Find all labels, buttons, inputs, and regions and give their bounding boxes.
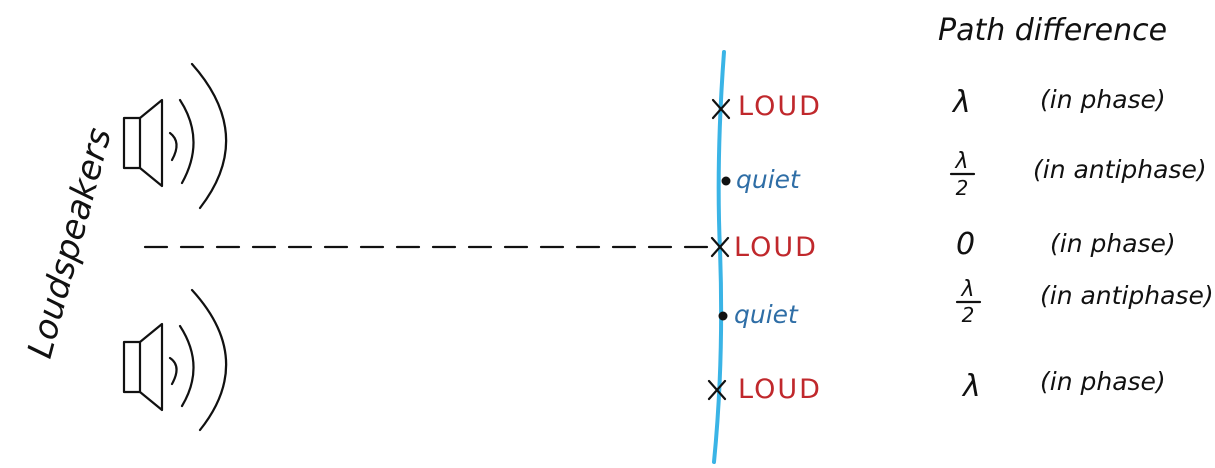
phase-label-5: (in phase) (1040, 367, 1166, 396)
phase-label-1: (in phase) (1040, 85, 1166, 114)
loudspeaker-bottom-icon (122, 288, 228, 432)
phase-label-4: (in antiphase) (1040, 281, 1214, 310)
phase-label-2: (in antiphase) (1033, 155, 1207, 184)
path-value-5: λ (961, 369, 981, 404)
marker-dot-2 (718, 311, 728, 321)
loudspeakers-label: Loudspeakers (20, 124, 120, 363)
path-difference-header: Path difference (938, 13, 1167, 48)
marker-cross-1 (711, 98, 731, 120)
path-numerator-2: λ (954, 149, 968, 174)
path-denominator-2: 2 (956, 176, 969, 200)
path-value-3: 0 (956, 227, 975, 262)
path-numerator-4: λ (960, 277, 974, 302)
screen-line (712, 50, 726, 464)
path-value-1: λ (951, 85, 971, 120)
marker-cross-2 (710, 236, 730, 258)
quiet-label-1: quiet (736, 165, 801, 194)
loud-label-2: LOUD (734, 232, 818, 263)
loud-label-3: LOUD (738, 374, 822, 405)
phase-label-3: (in phase) (1050, 229, 1176, 258)
marker-cross-3 (707, 379, 727, 401)
marker-dot-1 (721, 176, 731, 186)
loudspeaker-top-icon (122, 62, 228, 210)
loud-label-1: LOUD (738, 91, 822, 122)
quiet-label-2: quiet (734, 300, 799, 329)
path-denominator-4: 2 (962, 303, 975, 327)
